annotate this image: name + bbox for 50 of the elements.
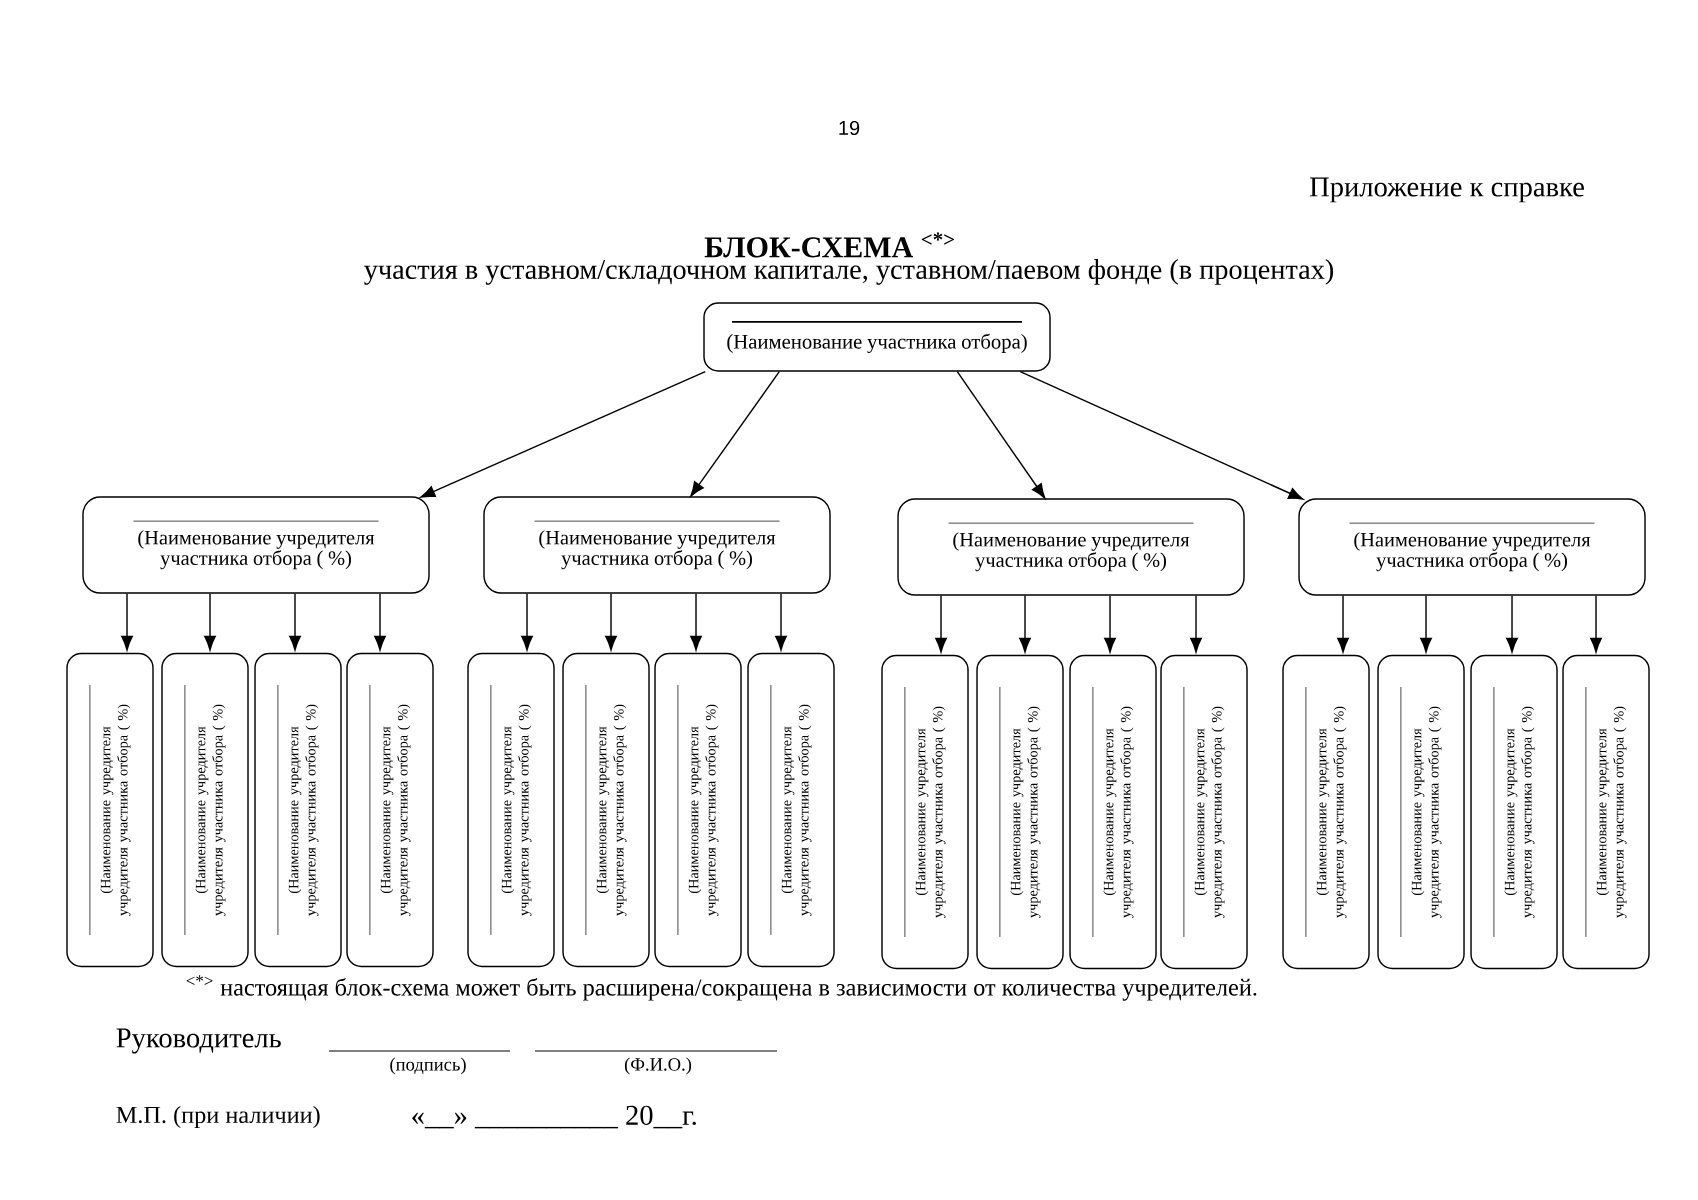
arrow: [1190, 595, 1202, 653]
arrow: [1019, 595, 1031, 653]
sub-founder-box: (Наименование учредителя учредителя участника отбора ( %): [881, 654, 969, 970]
page-number: 19: [839, 120, 860, 136]
title: БЛОК-СХЕМА $^{<*>}$: [704, 232, 954, 258]
arrow: [1104, 595, 1116, 653]
footnote: $^{<*>}$ настоящая блок-схема может быть расширена/сокращена в зависимости от количества учредителей.: [186, 975, 1257, 1001]
sub-founder-box: (Наименование учредителя учредителя участника отбора ( %): [747, 652, 835, 968]
date-line: «__» __________ 20__г.: [412, 1105, 696, 1129]
arrow: [420, 371, 706, 498]
founder-box: (Наименование учредителя участника отбора ( %): [82, 496, 430, 594]
arrow: [521, 593, 533, 651]
arrow: [956, 371, 1046, 499]
sub-founder-box: (Наименование учредителя учредителя участника отбора ( %): [654, 652, 742, 968]
arrow: [1337, 595, 1349, 653]
sub-founder-box: (Наименование учредителя учредителя участника отбора ( %): [1160, 654, 1248, 970]
arrow: [289, 593, 301, 651]
arrow: [374, 593, 386, 651]
signature-caption: (подпись): [390, 1057, 466, 1075]
arrow: [605, 593, 617, 651]
arrow: [204, 593, 216, 651]
sub-founder-box: (Наименование учредителя учредителя участника отбора ( %): [1069, 654, 1157, 970]
arrow: [121, 593, 133, 651]
sub-founder-box: (Наименование учредителя учредителя участника отбора ( %): [254, 652, 342, 968]
arrow: [690, 371, 780, 497]
seal-label: М.П. (при наличии): [116, 1106, 320, 1128]
sub-founder-box: (Наименование учредителя учредителя участника отбора ( %): [346, 652, 434, 968]
sub-founder-box: (Наименование учредителя учредителя участника отбора ( %): [161, 652, 249, 968]
arrow: [1420, 595, 1432, 653]
sub-founder-box: (Наименование учредителя учредителя участника отбора ( %): [1470, 654, 1558, 970]
name-caption: (Ф.И.О.): [624, 1057, 692, 1075]
arrow: [1019, 371, 1304, 500]
arrow: [775, 593, 787, 651]
sub-founder-box: (Наименование учредителя учредителя участника отбора ( %): [1377, 654, 1465, 970]
founder-box: (Наименование учредителя участника отбора ( %): [897, 498, 1245, 596]
appendix-label: Приложение к справке: [1309, 177, 1584, 203]
sub-founder-box: (Наименование учредителя учредителя участника отбора ( %): [1562, 654, 1650, 970]
arrow: [935, 595, 947, 653]
sub-founder-box: (Наименование учредителя учредителя участника отбора ( %): [66, 652, 154, 968]
sub-founder-box: (Наименование учредителя учредителя участника отбора ( %): [1282, 654, 1370, 970]
founder-box: (Наименование учредителя участника отбора ( %): [483, 496, 831, 594]
sub-founder-box: (Наименование учредителя учредителя участника отбора ( %): [562, 652, 650, 968]
founder-box: (Наименование учредителя участника отбора ( %): [1298, 498, 1646, 596]
sub-founder-box: (Наименование учредителя учредителя участника отбора ( %): [976, 654, 1064, 970]
signature-label: Руководитель: [116, 1028, 281, 1054]
arrow: [1590, 595, 1602, 653]
participant-box: (Наименование участника отбора): [703, 302, 1051, 372]
arrow: [1506, 595, 1518, 653]
sub-founder-box: (Наименование учредителя учредителя участника отбора ( %): [467, 652, 555, 968]
arrow: [690, 593, 702, 651]
